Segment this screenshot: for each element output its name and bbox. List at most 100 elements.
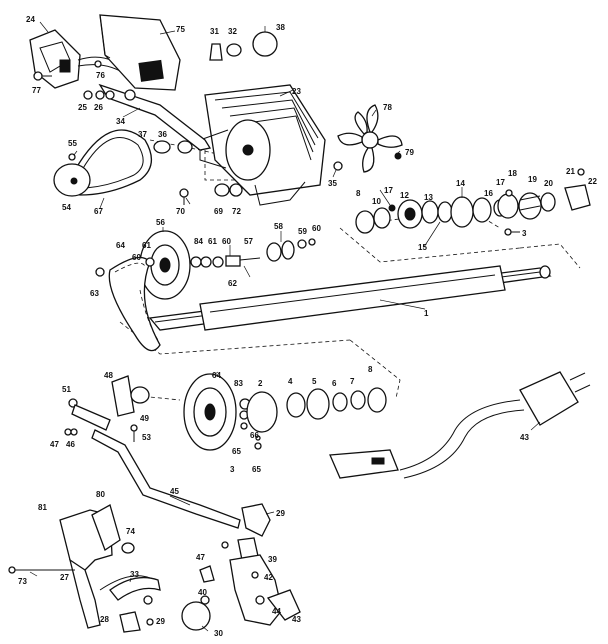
callout-43b: 43 xyxy=(292,615,301,624)
callout-75: 75 xyxy=(176,25,185,34)
callout-47b: 47 xyxy=(196,553,205,562)
callout-6: 6 xyxy=(332,379,337,388)
small-screws xyxy=(33,60,105,100)
callout-23: 23 xyxy=(292,87,301,96)
callout-34: 34 xyxy=(116,117,125,126)
motor xyxy=(199,84,326,206)
callout-20: 20 xyxy=(544,179,553,188)
callout-12: 12 xyxy=(400,191,409,200)
fan xyxy=(337,104,403,173)
callout-2: 2 xyxy=(258,379,263,388)
callout-66: 66 xyxy=(250,431,259,440)
callout-83: 83 xyxy=(234,379,243,388)
callout-28: 28 xyxy=(100,615,109,624)
callout-60b: 60 xyxy=(222,237,231,246)
callout-3a: 3 xyxy=(522,229,527,238)
callout-21: 21 xyxy=(566,167,575,176)
callout-48: 48 xyxy=(104,371,113,380)
callout-32: 32 xyxy=(228,27,237,36)
callout-65a: 65 xyxy=(232,447,241,456)
callout-53: 53 xyxy=(142,433,151,442)
callout-64b: 64 xyxy=(212,371,221,380)
callout-54: 54 xyxy=(62,203,71,212)
callout-17a: 17 xyxy=(384,186,393,195)
callout-67: 67 xyxy=(94,207,103,216)
callout-38: 38 xyxy=(276,23,285,32)
power-cord xyxy=(329,371,591,479)
callout-33: 33 xyxy=(130,570,139,579)
callout-22: 22 xyxy=(588,177,597,186)
top-small-parts xyxy=(209,26,278,61)
callout-73: 73 xyxy=(18,577,27,586)
callout-62: 62 xyxy=(228,279,237,288)
bottom-right-assembly xyxy=(181,503,301,631)
callout-labels: 24 75 31 32 38 23 78 79 77 76 25 26 34 3… xyxy=(18,15,597,638)
callout-42: 42 xyxy=(264,573,273,582)
callout-69: 69 xyxy=(214,207,223,216)
callout-64a: 64 xyxy=(116,241,125,250)
callout-77: 77 xyxy=(32,86,41,95)
main-shaft xyxy=(148,265,552,331)
callout-39: 39 xyxy=(268,555,277,564)
callout-leader-lines xyxy=(29,21,541,632)
callout-84: 84 xyxy=(194,237,203,246)
callout-79: 79 xyxy=(405,148,414,157)
callout-51: 51 xyxy=(62,385,71,394)
callout-40: 40 xyxy=(198,588,207,597)
callout-27: 27 xyxy=(60,573,69,582)
callout-46: 46 xyxy=(66,440,75,449)
callout-63: 63 xyxy=(90,289,99,298)
callout-16: 16 xyxy=(484,189,493,198)
callout-49: 49 xyxy=(140,414,149,423)
callout-19: 19 xyxy=(528,175,537,184)
callout-30: 30 xyxy=(214,629,223,638)
gear-spacers xyxy=(95,238,316,277)
callout-47a: 47 xyxy=(50,440,59,449)
callout-43a: 43 xyxy=(520,433,529,442)
callout-56: 56 xyxy=(156,218,165,227)
callout-37: 37 xyxy=(138,130,147,139)
bottom-bracket-assembly xyxy=(8,504,161,633)
callout-4: 4 xyxy=(288,377,293,386)
callout-7: 7 xyxy=(350,377,355,386)
callout-44: 44 xyxy=(272,607,281,616)
lower-gear-assembly xyxy=(183,373,387,451)
callout-59: 59 xyxy=(298,227,307,236)
callout-80: 80 xyxy=(96,490,105,499)
callout-18: 18 xyxy=(508,169,517,178)
switch-cover xyxy=(99,14,181,91)
callout-26: 26 xyxy=(94,103,103,112)
callout-72: 72 xyxy=(232,207,241,216)
callout-25: 25 xyxy=(78,103,87,112)
callout-57: 57 xyxy=(244,237,253,246)
callout-8b: 8 xyxy=(368,365,373,374)
callout-3b: 3 xyxy=(230,465,235,474)
callout-10: 10 xyxy=(372,197,381,206)
motor-small-parts xyxy=(153,140,343,205)
callout-24a: 24 xyxy=(26,15,35,24)
callout-70: 70 xyxy=(176,207,185,216)
callout-78: 78 xyxy=(383,103,392,112)
callout-31: 31 xyxy=(210,27,219,36)
callout-29a: 29 xyxy=(276,509,285,518)
callout-5: 5 xyxy=(312,377,317,386)
drive-chain xyxy=(108,256,161,352)
callout-76: 76 xyxy=(96,71,105,80)
callout-35: 35 xyxy=(328,179,337,188)
callout-13: 13 xyxy=(424,193,433,202)
callout-60a: 60 xyxy=(132,253,141,262)
drive-belt xyxy=(53,129,152,197)
callout-61b: 61 xyxy=(208,237,217,246)
callout-15: 15 xyxy=(418,243,427,252)
lever-linkage xyxy=(64,375,241,529)
callout-74: 74 xyxy=(126,527,135,536)
callout-81: 81 xyxy=(38,503,47,512)
callout-8a: 8 xyxy=(356,189,361,198)
callout-36: 36 xyxy=(158,130,167,139)
callout-65b: 65 xyxy=(252,465,261,474)
callout-17b: 17 xyxy=(496,178,505,187)
callout-58: 58 xyxy=(274,222,283,231)
callout-1: 1 xyxy=(424,309,429,318)
callout-29b: 29 xyxy=(156,617,165,626)
